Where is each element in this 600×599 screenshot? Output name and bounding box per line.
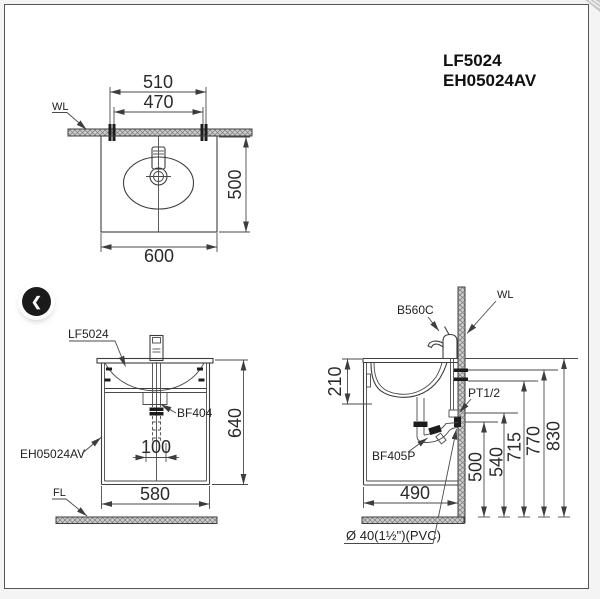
side-view-dimensions: 210 500 540 715 770 830 490 xyxy=(325,358,578,518)
drain-pipe-label: Ø 40(1½")(PVC) xyxy=(346,528,441,543)
dim-540: 540 xyxy=(487,447,507,477)
side-view-drawing: 210 500 540 715 770 830 490 B xyxy=(325,286,578,544)
top-view-dimensions: 510 470 500 600 xyxy=(100,72,250,266)
product-codes: LF5024 EH05024AV xyxy=(443,51,537,90)
front-view-dimensions: 100 580 640 xyxy=(101,359,248,509)
corner-artifact xyxy=(585,0,600,12)
faucet-label-side: B560C xyxy=(397,303,434,317)
dim-490: 490 xyxy=(400,483,430,503)
product-code-faucet: LF5024 xyxy=(443,51,502,70)
back-button[interactable]: ❮ xyxy=(22,287,51,316)
wall-bar-side xyxy=(457,286,466,524)
wall-bar-top-view xyxy=(67,124,253,141)
front-view-drawing: 100 580 640 LF5024 BF404 EH05024AV FL xyxy=(20,327,248,524)
front-view-callouts: LF5024 BF404 EH05024AV FL xyxy=(20,327,213,517)
drain-front-icon xyxy=(142,363,168,443)
dim-210: 210 xyxy=(325,366,345,396)
wl-callout-top: WL xyxy=(52,101,87,130)
wl-label-side: WL xyxy=(497,289,514,301)
top-view-drawing: 510 470 500 600 WL xyxy=(52,72,253,266)
dim-500-top: 500 xyxy=(225,169,245,199)
dim-830: 830 xyxy=(544,421,564,451)
faucet-label-front: LF5024 xyxy=(68,327,109,341)
cabinet-label-front: EH05024AV xyxy=(20,447,85,461)
chevron-left-icon: ❮ xyxy=(31,293,42,309)
side-view-callouts: B560C WL PT1/2 BF405P Ø 40(1½")(PVC) xyxy=(344,289,514,544)
supply-label: PT1/2 xyxy=(468,386,500,400)
faucet-side-icon xyxy=(427,326,458,358)
cabinet-front-outline xyxy=(96,357,214,486)
trap-piping-side xyxy=(413,358,459,445)
dim-500-side: 500 xyxy=(466,452,486,482)
faucet-top-icon xyxy=(146,146,171,186)
dim-100: 100 xyxy=(141,437,171,457)
dim-580: 580 xyxy=(140,484,170,504)
dim-510: 510 xyxy=(143,72,173,92)
dim-715: 715 xyxy=(505,432,525,462)
dim-770: 770 xyxy=(524,426,544,456)
floor-label: FL xyxy=(53,487,66,499)
dim-640: 640 xyxy=(225,408,245,438)
drain-label-front: BF404 xyxy=(177,406,213,420)
wall-brackets-side xyxy=(454,368,468,427)
dim-600: 600 xyxy=(144,246,174,266)
trap-label: BF405P xyxy=(372,449,415,463)
wl-label-top: WL xyxy=(52,101,69,113)
cabinet-side-outline xyxy=(362,357,458,486)
dim-470: 470 xyxy=(143,92,173,112)
floor-bar-side xyxy=(361,516,465,524)
faucet-front-icon xyxy=(149,334,164,362)
floor-bar-front xyxy=(55,516,218,524)
cabinet-top-outline xyxy=(100,135,218,233)
product-code-cabinet: EH05024AV xyxy=(443,71,537,90)
